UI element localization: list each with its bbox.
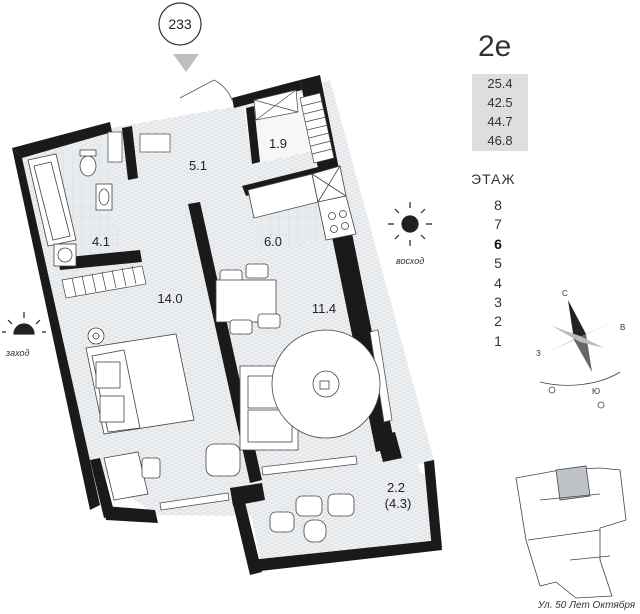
floor-item-current[interactable]: 6 (494, 235, 502, 252)
street-name: Ул. 50 Лет Октября (538, 600, 636, 611)
washbasin-icon (95, 183, 113, 211)
building-number: 233 (168, 16, 192, 32)
area-value: 44.7 (487, 114, 513, 129)
site-plan (515, 465, 627, 599)
balcony-furniture (269, 493, 355, 543)
wardrobe-shelving (253, 89, 335, 164)
room-area-hall: 5.1 (189, 158, 207, 173)
floor-item[interactable]: 4 (494, 274, 502, 291)
entrance-door (179, 79, 233, 101)
entrance-arrow-icon (173, 54, 199, 72)
compass-west: З (536, 349, 541, 358)
radiator (61, 265, 147, 299)
room-area-bedroom: 14.0 (157, 291, 182, 306)
room-area-balcony-full: (4.3) (385, 496, 412, 511)
floor-item[interactable]: 1 (494, 332, 502, 349)
floor-item[interactable]: 2 (494, 313, 502, 330)
armchair (103, 443, 241, 501)
plant-icon (87, 327, 105, 345)
compass-north: С (562, 289, 568, 298)
dining-set (215, 263, 281, 335)
apartment-type: 2e (478, 30, 512, 63)
room-area-balcony: 2.2 (387, 480, 405, 495)
round-rug (271, 329, 381, 439)
sunset-label: заход (5, 348, 29, 358)
area-value: 46.8 (487, 133, 513, 148)
compass-east: В (620, 323, 625, 332)
bathtub (27, 153, 77, 247)
compass-rose-icon (539, 300, 621, 386)
floor-item[interactable]: 8 (494, 197, 502, 213)
building-badge: 233 (158, 2, 202, 46)
floor-title: ЭТАЖ (471, 171, 516, 187)
washing-machine-icon (53, 243, 77, 267)
area-value: 25.4 (487, 76, 513, 91)
floor-item[interactable]: 3 (494, 293, 502, 310)
room-area-kitchen: 6.0 (264, 234, 282, 249)
room-area-living: 11.4 (312, 301, 336, 316)
floor-selector: 8 7 6 5 4 3 2 1 (486, 196, 510, 351)
cabinet (107, 131, 171, 163)
sunrise-icon (388, 202, 432, 246)
area-value: 42.5 (487, 95, 513, 110)
windows (159, 329, 393, 511)
room-area-wardrobe: 1.9 (269, 136, 287, 151)
sunrise-label: восход (396, 256, 424, 266)
toilet-icon (79, 149, 97, 177)
floor-item[interactable]: 7 (494, 216, 502, 233)
kitchen-counter (247, 165, 357, 241)
sunset-icon (2, 312, 46, 335)
area-list: 25.4 42.5 44.7 46.8 (472, 74, 528, 151)
bed (85, 333, 195, 435)
sun-path-icon (548, 386, 605, 409)
compass-south: Ю (592, 387, 600, 396)
floor-item[interactable]: 5 (494, 255, 502, 272)
room-area-bathroom: 4.1 (92, 234, 110, 249)
